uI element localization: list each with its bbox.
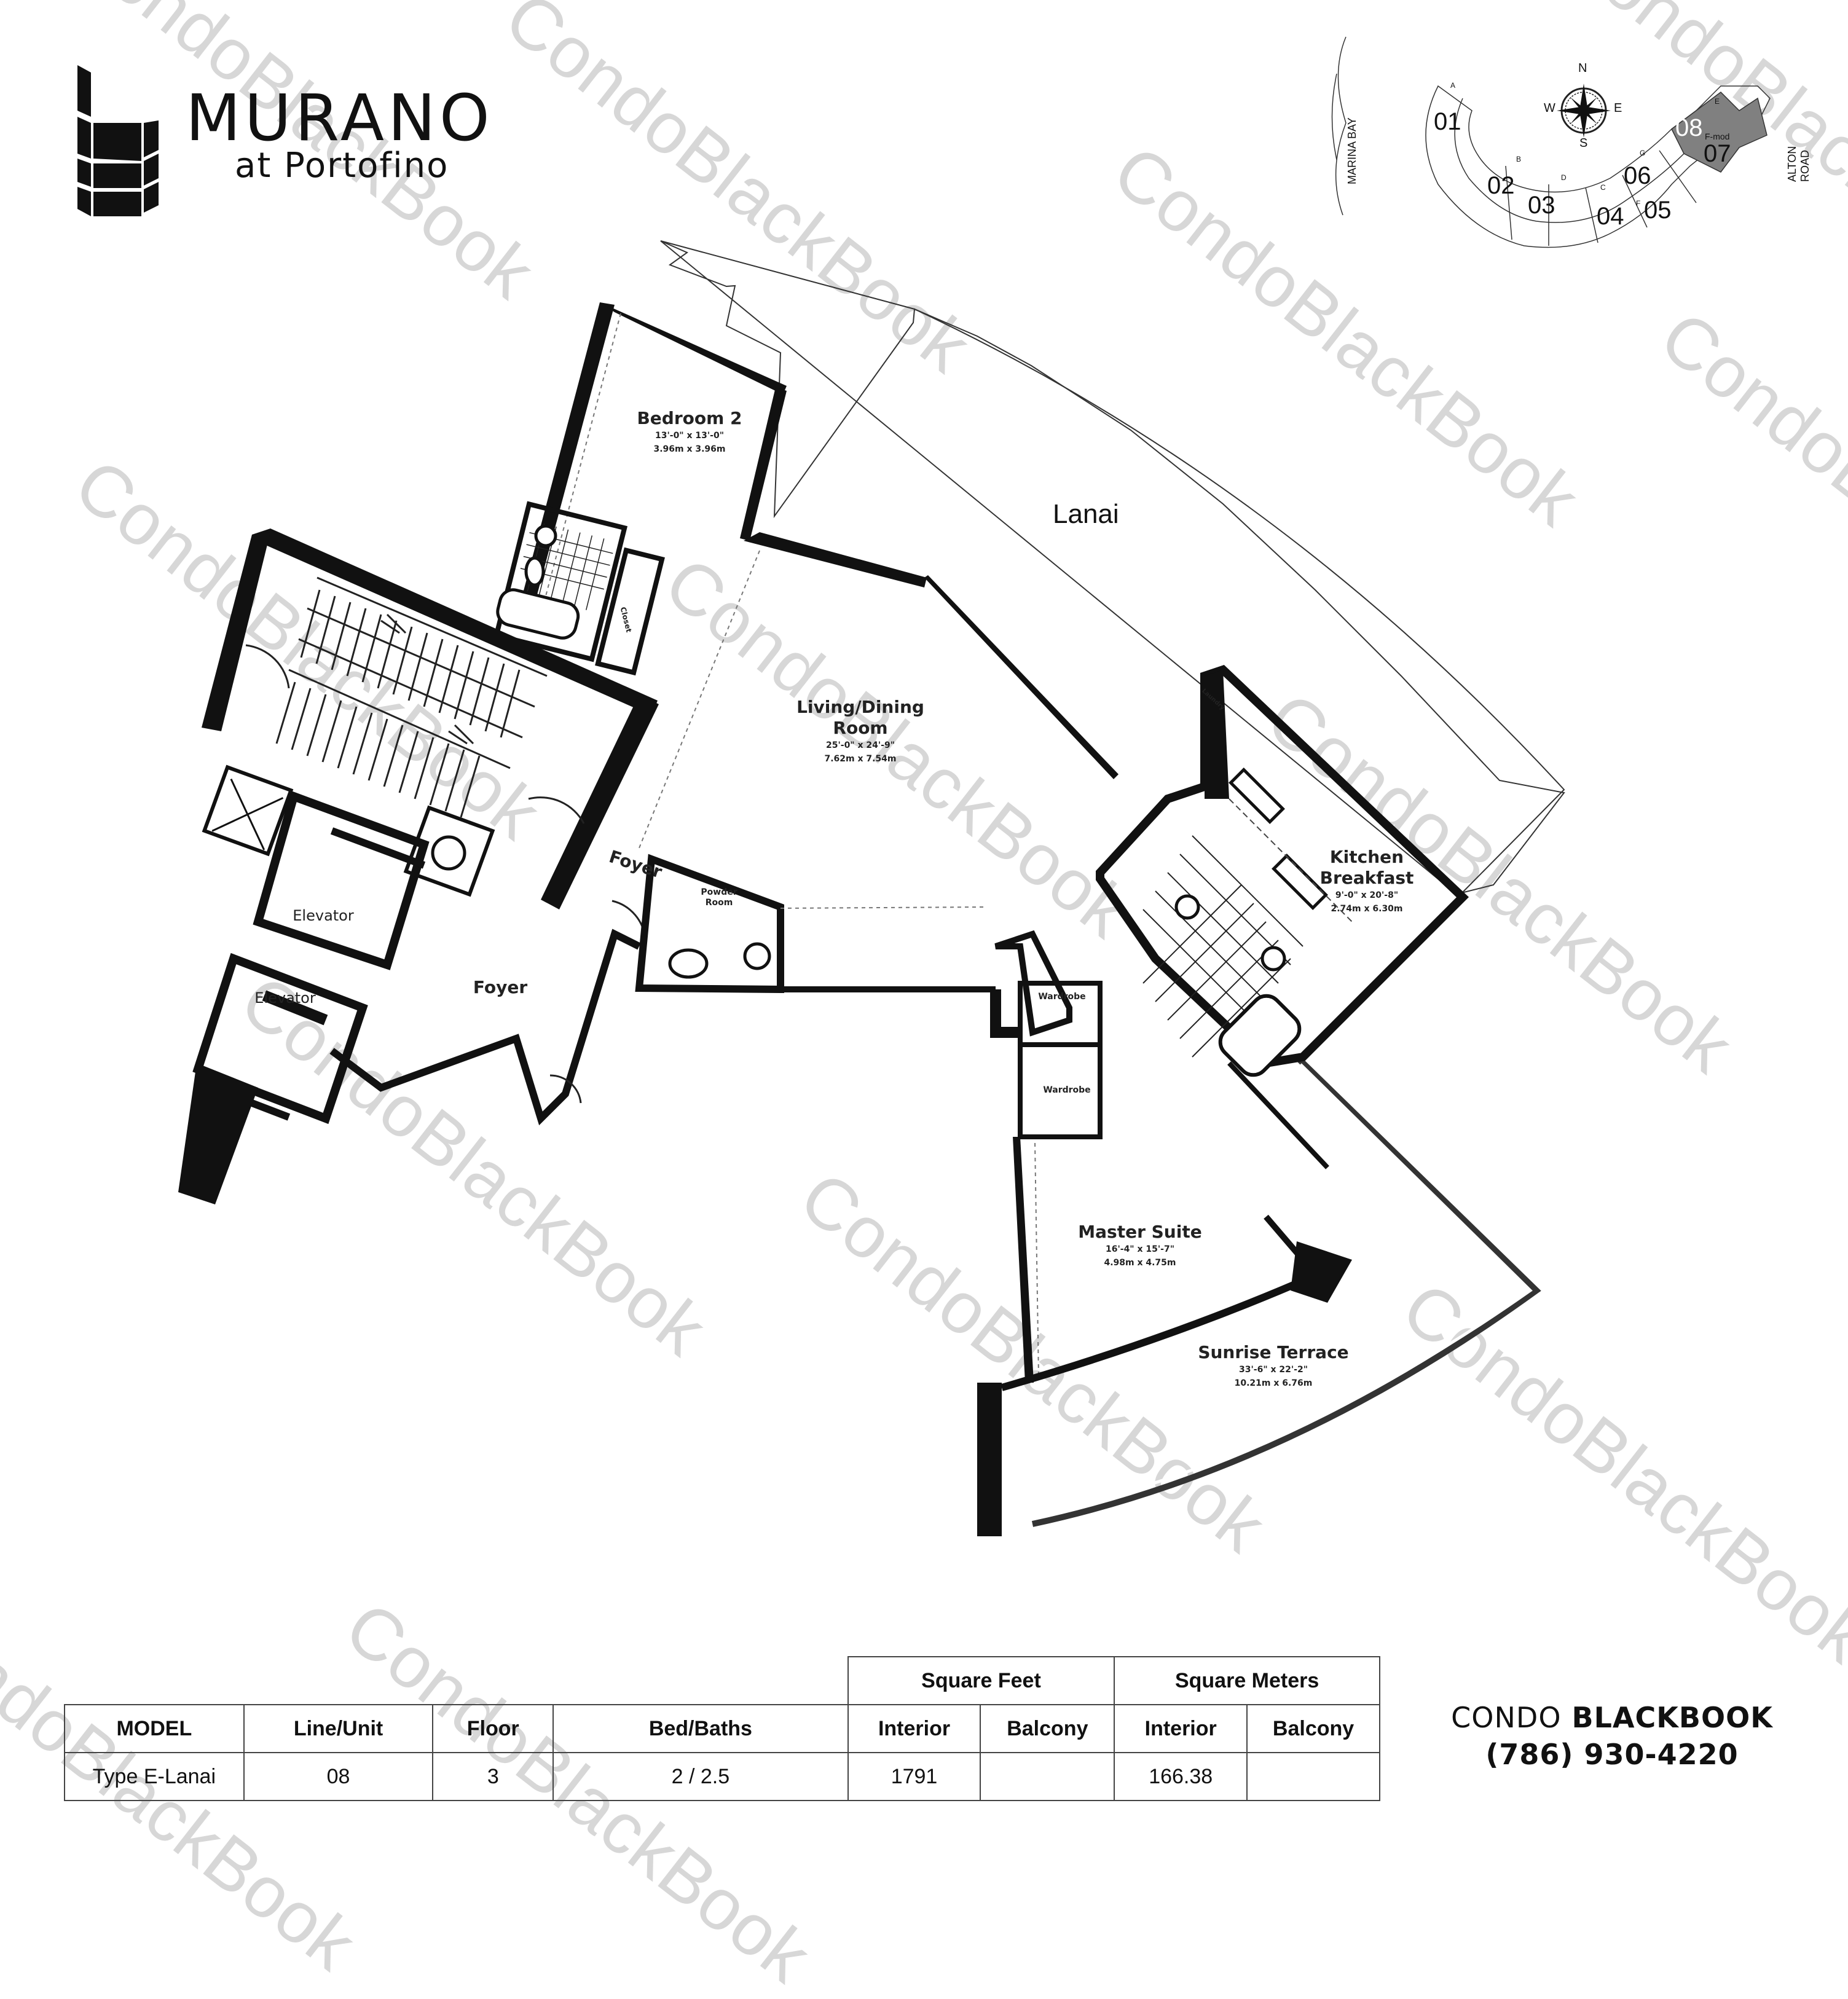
room-dim-ft: 25'-0" x 24'-9" [825, 740, 895, 750]
powder-room-label: Powder Room [701, 887, 737, 908]
room-dim-m: 3.96m x 3.96m [653, 444, 726, 454]
logo-subtitle: at Portofino [235, 146, 449, 186]
compass-n: N [1578, 61, 1587, 75]
col-line-unit: Line/Unit [243, 1704, 434, 1753]
brand-phone[interactable]: (786) 930-4220 [1485, 1738, 1739, 1771]
unit-08-highlighted: 08 [1675, 114, 1703, 141]
spec-table: Square Feet Square Meters MODEL Line/Uni… [64, 1656, 1380, 1801]
cell-model: Type E-Lanai [64, 1752, 245, 1801]
compass-w: W [1544, 101, 1555, 115]
brand-name: CONDO BLACKBOOK [1412, 1699, 1812, 1736]
room-dim-m: 2.74m x 6.30m [1331, 904, 1403, 914]
cell-sqft-balcony [980, 1752, 1115, 1801]
brand-block: CONDO BLACKBOOK (786) 930-4220 [1412, 1699, 1812, 1773]
unit-03: 03 [1528, 192, 1555, 219]
compass-e: E [1614, 101, 1622, 115]
col-sqm-balcony: Balcony [1246, 1704, 1380, 1753]
column-header-row: MODEL Line/Unit Floor Bed/Baths Interior… [64, 1704, 1380, 1753]
room-name: Bedroom 2 [637, 408, 742, 428]
room-dim-ft: 9'-0" x 20'-8" [1335, 890, 1399, 900]
col-sqft-balcony: Balcony [980, 1704, 1115, 1753]
f-mod-label: F-mod [1705, 132, 1730, 141]
logo-title: MURANO [186, 81, 493, 155]
room-name-2: Room [833, 718, 888, 738]
room-living-dining: Living/Dining Room 25'-0" x 24'-9" 7.62m… [796, 697, 924, 766]
line-b: B [1516, 155, 1522, 163]
unit-04: 04 [1597, 203, 1624, 230]
col-floor: Floor [432, 1704, 554, 1753]
room-dim-m: 7.62m x 7.54m [824, 754, 897, 764]
table-row: Type E-Lanai 08 3 2 / 2.5 1791 166.38 [64, 1752, 1380, 1801]
brand-name-light: CONDO [1451, 1701, 1562, 1734]
room-name: Master Suite [1078, 1222, 1202, 1242]
col-bed-baths: Bed/Baths [552, 1704, 849, 1753]
room-name: Living/Dining [796, 697, 924, 717]
group-header-square-meters: Square Meters [1114, 1656, 1380, 1705]
line-e: E [1715, 97, 1720, 106]
elevator-2-label: Elevator [254, 989, 316, 1007]
logo-mark-icon [77, 65, 159, 216]
marina-bay-label: MARINA BAY [1346, 117, 1358, 184]
cell-bed-baths: 2 / 2.5 [552, 1752, 849, 1801]
unit-01: 01 [1434, 108, 1461, 135]
room-master-suite: Master Suite 16'-4" x 15'-7" 4.98m x 4.7… [1078, 1222, 1201, 1270]
room-bedroom-2: Bedroom 2 13'-0" x 13'-0" 3.96m x 3.96m [637, 408, 742, 456]
line-g: G [1640, 149, 1646, 157]
cell-floor: 3 [432, 1752, 554, 1801]
elevator-1-label: Elevator [293, 907, 354, 924]
group-header-row: Square Feet Square Meters [65, 1656, 1380, 1705]
room-name: Kitchen [1329, 847, 1404, 867]
line-a: A [1450, 81, 1456, 90]
line-c: C [1600, 183, 1606, 192]
room-name-2: Breakfast [1319, 868, 1414, 888]
room-sunrise-terrace: Sunrise Terrace 33'-6" x 22'-2" 10.21m x… [1198, 1342, 1348, 1390]
alton-road-label: ALTON ROAD [1786, 146, 1811, 182]
room-kitchen-breakfast: Kitchen Breakfast 9'-0" x 20'-8" 2.74m x… [1320, 847, 1414, 916]
key-plan-map [1331, 36, 1771, 248]
col-sqm-interior: Interior [1114, 1704, 1248, 1753]
room-name: Sunrise Terrace [1198, 1342, 1349, 1362]
powder-label-2: Room [705, 898, 733, 908]
col-model: MODEL [64, 1704, 245, 1753]
cell-sqft-interior: 1791 [847, 1752, 981, 1801]
compass-s: S [1579, 136, 1588, 150]
unit-07: 07 [1704, 140, 1731, 167]
room-dim-ft: 16'-4" x 15'-7" [1105, 1244, 1174, 1254]
powder-label-1: Powder [701, 887, 737, 897]
lanai-label: Lanai [1053, 499, 1119, 529]
room-dim-ft: 33'-6" x 22'-2" [1238, 1365, 1308, 1375]
line-f: F [1636, 199, 1641, 208]
wardrobe-1-label: Wardrobe [1038, 992, 1086, 1002]
col-sqft-interior: Interior [847, 1704, 981, 1753]
unit-02: 02 [1487, 172, 1515, 199]
line-d: D [1561, 173, 1567, 182]
compass-icon [1557, 84, 1611, 138]
room-dim-ft: 13'-0" x 13'-0" [655, 431, 724, 441]
floor-plan-drawing [77, 36, 1771, 1536]
wardrobe-2-label: Wardrobe [1043, 1085, 1091, 1095]
cell-sqm-balcony [1246, 1752, 1380, 1801]
group-header-square-feet: Square Feet [847, 1656, 1115, 1705]
cell-sqm-interior: 166.38 [1114, 1752, 1248, 1801]
highlighted-unit-shape [1671, 92, 1767, 173]
brand-name-bold: BLACKBOOK [1571, 1701, 1773, 1734]
foyer-label: Foyer [473, 977, 528, 997]
room-dim-m: 10.21m x 6.76m [1234, 1378, 1313, 1388]
unit-06: 06 [1624, 162, 1651, 189]
room-dim-m: 4.98m x 4.75m [1104, 1258, 1176, 1268]
cell-line-unit: 08 [243, 1752, 434, 1801]
unit-05: 05 [1644, 197, 1672, 224]
